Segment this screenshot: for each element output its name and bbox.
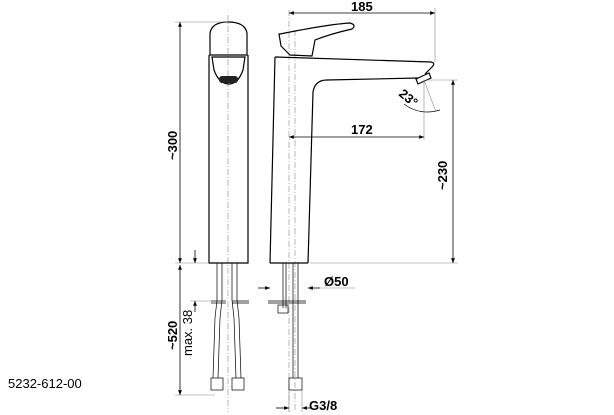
dimension-labels: 185 172 ~230 ~300 ~520 max. 38 Ø50 G3/8 … <box>165 0 450 413</box>
dim-520: ~520 <box>165 321 180 350</box>
dim-diameter-50: Ø50 <box>324 274 349 289</box>
dim-230: ~230 <box>435 161 450 190</box>
front-view <box>208 15 249 412</box>
dim-185: 185 <box>351 0 373 14</box>
dim-300: ~300 <box>165 131 180 160</box>
dim-max-38: max. 38 <box>180 310 195 356</box>
dim-172: 172 <box>351 122 373 137</box>
article-number: 5232-612-00 <box>8 376 82 391</box>
dimension-lines <box>175 8 458 412</box>
dim-angle-23: 23° <box>396 86 421 110</box>
dim-thread-g38: G3/8 <box>309 398 337 413</box>
side-view <box>268 10 441 412</box>
